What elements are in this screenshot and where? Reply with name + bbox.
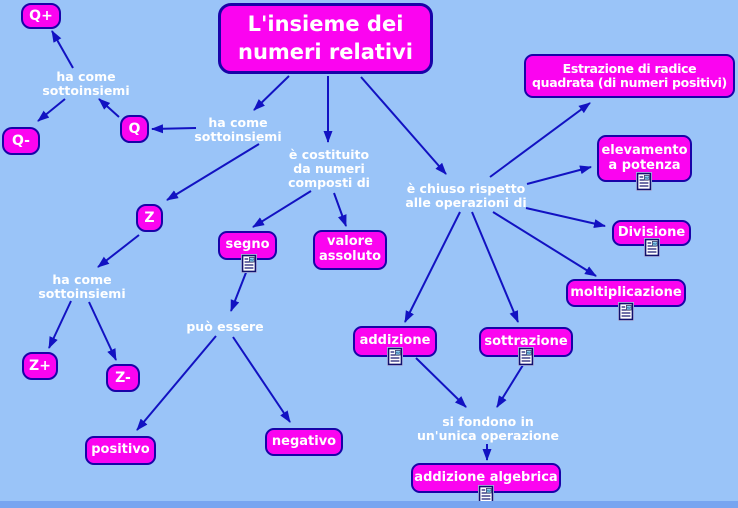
edge-puoessere-to-negativo [232,336,291,423]
edge-chiuso-to-estrazione [489,102,591,178]
linking-phrase-ha-come-sottoinsiemi-2[interactable]: ha come sottoinsiemi [194,115,282,144]
node-estrazione-radice[interactable]: Estrazione di radice quadrata (di numeri… [524,54,735,98]
edge-chiuso-to-addizione [404,211,461,323]
edge-hacome1-to-qplus [51,30,74,69]
edge-hacome3-to-zminus [88,301,117,361]
edge-hacome1-to-qminus [37,98,66,122]
edge-segno-to-puoessere [230,269,248,312]
node-q[interactable]: Q [120,115,149,143]
node-valore-assoluto[interactable]: valore assoluto [313,230,387,270]
edge-sottrazione-to-sifondono [496,364,524,408]
linking-phrase-si-fondono[interactable]: si fondono in un'unica operazione [416,414,560,443]
linking-phrase-e-costituito[interactable]: è costituito da numeri composti di [288,147,370,190]
edge-hacome3-to-zplus [48,300,72,349]
edge-costituito-to-valore [333,192,347,227]
node-q-plus[interactable]: Q+ [21,3,61,29]
resource-icon-segno[interactable] [241,254,257,273]
node-title[interactable]: L'insieme dei numeri relativi [218,3,433,74]
linking-phrase-e-chiuso[interactable]: è chiuso rispetto alle operazioni di [405,181,527,210]
linking-phrase-ha-come-sottoinsiemi-1[interactable]: ha come sottoinsiemi [42,69,130,98]
edge-costituito-to-segno [252,190,312,228]
linking-phrase-puo-essere[interactable]: può essere [186,319,264,334]
canvas-bottom-edge [0,501,738,508]
edge-puoessere-to-positivo [136,335,217,431]
node-z-plus[interactable]: Z+ [22,352,58,380]
edge-chiuso-to-sottrazione [471,211,519,323]
edge-q-to-hacome1 [98,98,120,118]
node-addizione[interactable]: addizione [353,326,437,357]
resource-icon-sottrazione[interactable] [518,347,534,366]
node-q-minus[interactable]: Q- [2,127,40,155]
edge-addizione-to-sifondono [415,357,467,408]
linking-phrase-ha-come-sottoinsiemi-3[interactable]: ha come sottoinsiemi [38,272,126,301]
resource-icon-divisione[interactable] [644,238,660,257]
edge-hacome2-to-z [166,143,260,201]
resource-icon-elevamento[interactable] [636,172,652,191]
node-z-minus[interactable]: Z- [106,364,140,392]
resource-icon-moltiplicazione[interactable] [618,302,634,321]
edge-title-to-hacome2 [253,75,290,111]
edge-chiuso-to-divisione [525,207,606,228]
node-negativo[interactable]: negativo [265,428,343,456]
edge-chiuso-to-moltiplicazione [492,211,597,277]
resource-icon-addizione[interactable] [387,347,403,366]
node-sottrazione[interactable]: sottrazione [479,327,573,357]
edge-z-to-hacome3 [97,234,140,268]
node-z[interactable]: Z [136,204,163,232]
node-positivo[interactable]: positivo [85,436,156,465]
